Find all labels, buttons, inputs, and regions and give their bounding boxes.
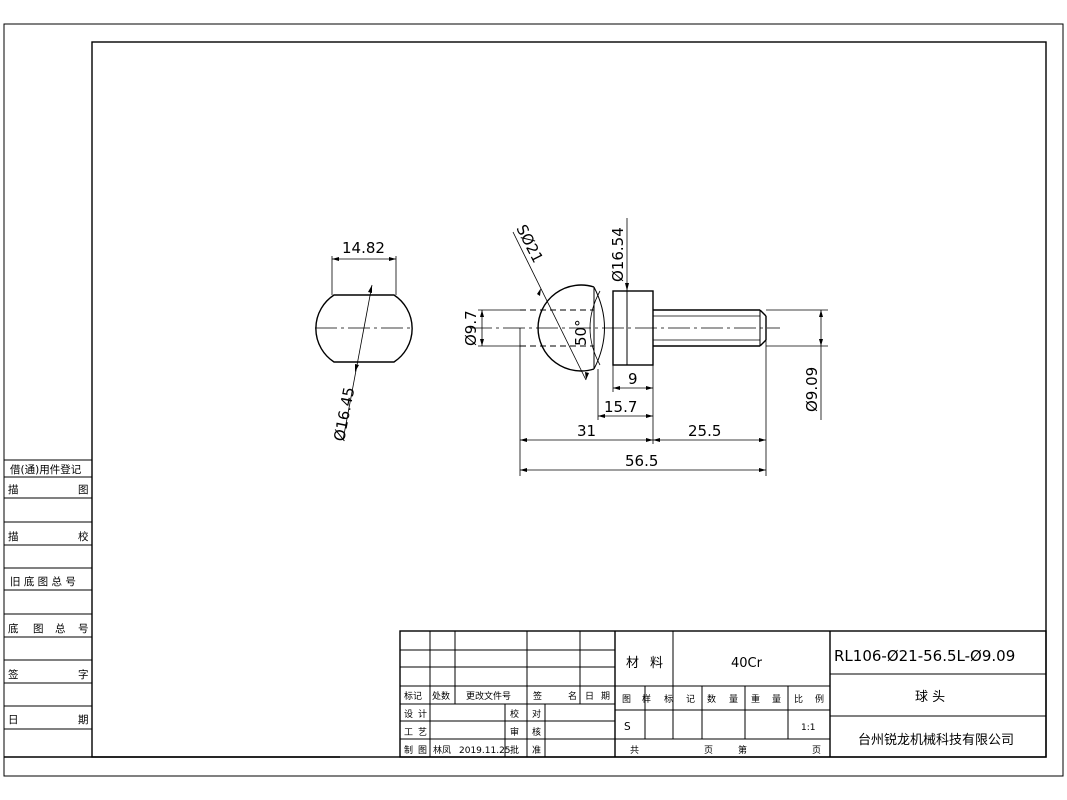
meta-h9: 例 xyxy=(815,693,824,705)
sheets-current-a: 第 xyxy=(738,744,747,756)
sphere-flat-outline xyxy=(315,294,413,363)
material-value: 40Cr xyxy=(731,656,763,671)
meta-h1: 样 xyxy=(642,693,651,705)
hdr-count: 处数 xyxy=(432,690,450,702)
drawn-date: 2019.11.25 xyxy=(459,746,511,756)
material-label-b: 料 xyxy=(650,656,663,671)
panel-r6-a: 日 xyxy=(8,714,19,726)
panel-r4-b: 图 xyxy=(33,623,44,635)
sheets-total-b: 页 xyxy=(704,745,713,756)
meta-h8: 比 xyxy=(794,693,803,705)
neck-dia-text: Ø16.54 xyxy=(609,227,627,282)
process-b: 艺 xyxy=(418,727,427,738)
side-dia-text: Ø16.45 xyxy=(330,386,358,443)
len-25-5-text: 25.5 xyxy=(688,422,721,440)
meta-h0: 图 xyxy=(622,694,631,705)
part-name: 球 头 xyxy=(915,690,945,705)
sheets-total-a: 共 xyxy=(630,745,639,756)
hdr-date-b: 期 xyxy=(601,691,610,702)
len-total-text: 56.5 xyxy=(625,452,658,470)
panel-r3: 旧 底 图 总 号 xyxy=(10,575,76,588)
material-label-a: 材 xyxy=(626,656,639,671)
panel-r5-a: 签 xyxy=(8,668,19,681)
meta-h4: 数 xyxy=(707,693,716,705)
mark-value: S xyxy=(624,721,631,733)
approve-b: 准 xyxy=(532,745,541,756)
approve-a: 批 xyxy=(510,744,519,756)
sphere-dim-text: SØ21 xyxy=(512,222,546,266)
drawn-a: 制 xyxy=(404,744,413,756)
main-view: SØ21 Ø16.54 Ø9.7 50° 9 15.7 31 25.5 xyxy=(462,218,828,476)
panel-r1-a: 描 xyxy=(8,483,19,496)
panel-r4-c: 总 xyxy=(55,622,66,635)
len-15-7-text: 15.7 xyxy=(604,398,637,416)
review-a: 审 xyxy=(510,726,519,738)
len-9-text: 9 xyxy=(628,370,638,388)
bore-dim-text: Ø9.7 xyxy=(462,310,480,346)
panel-r1-b: 图 xyxy=(78,484,89,496)
company-name: 台州锐龙机械科技有限公司 xyxy=(858,733,1014,748)
len-31-text: 31 xyxy=(577,422,596,440)
check-b: 对 xyxy=(532,708,541,720)
hdr-sign-a: 签 xyxy=(533,690,542,702)
hdr-sign-b: 名 xyxy=(568,690,577,702)
meta-h6: 重 xyxy=(751,693,760,705)
side-panel: 借(通)用件登记 描 图 描 校 旧 底 图 总 号 底 图 总 号 签 字 日… xyxy=(3,459,93,758)
drawn-b: 图 xyxy=(418,745,427,756)
panel-r6-b: 期 xyxy=(78,714,89,726)
panel-r4-d: 号 xyxy=(78,623,89,635)
design-b: 计 xyxy=(418,708,427,720)
check-a: 校 xyxy=(510,708,519,720)
panel-title: 借(通)用件登记 xyxy=(10,463,82,476)
meta-h3: 记 xyxy=(686,694,695,705)
process-a: 工 xyxy=(404,728,413,738)
meta-h7: 量 xyxy=(772,694,781,705)
side-view: 14.82 Ø16.45 xyxy=(315,239,413,443)
side-dia-leader xyxy=(342,284,373,441)
panel-r5-b: 字 xyxy=(78,668,89,681)
review-b: 核 xyxy=(532,726,541,738)
sheets-current-b: 页 xyxy=(812,745,821,756)
angle-text: 50° xyxy=(572,319,590,346)
hdr-date-a: 日 xyxy=(585,691,594,702)
hdr-mark: 标记 xyxy=(404,690,422,702)
outer-border xyxy=(3,23,1064,777)
meta-h5: 量 xyxy=(729,694,738,705)
drawn-name: 林凤 xyxy=(433,744,451,756)
pin-dia-text: Ø9.09 xyxy=(803,367,821,412)
part-number: RL106-Ø21-56.5L-Ø9.09 xyxy=(834,647,1015,665)
design-a: 设 xyxy=(404,709,413,720)
scale-value: 1:1 xyxy=(801,723,815,733)
hdr-doc: 更改文件号 xyxy=(466,690,511,702)
width-dim-text: 14.82 xyxy=(342,239,385,257)
panel-r4-a: 底 xyxy=(8,622,19,635)
sphere-leader xyxy=(512,231,587,381)
neck-body xyxy=(612,290,654,366)
meta-h2: 标 xyxy=(664,693,673,705)
title-block: 标记 处数 更改文件号 签 名 日 期 设 计 校 对 工 艺 审 核 制 图 … xyxy=(399,630,1047,758)
sphere-outline xyxy=(537,284,595,372)
panel-r2-a: 描 xyxy=(8,530,19,543)
panel-r2-b: 校 xyxy=(78,530,89,543)
